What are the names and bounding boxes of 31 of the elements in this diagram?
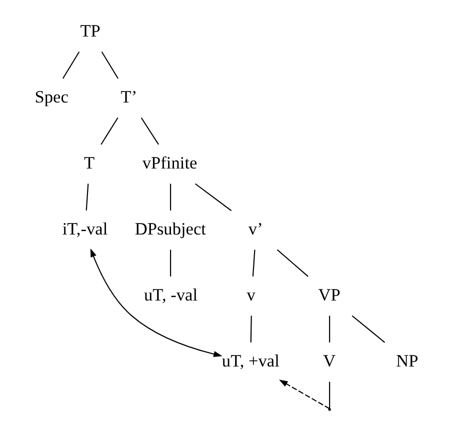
connector	[100, 51, 118, 79]
node-text: uT, +val	[221, 351, 279, 370]
node-text: uT, -val	[144, 285, 198, 304]
connector	[170, 250, 171, 276]
node-text: iT,-val	[62, 219, 108, 238]
connector	[194, 183, 232, 212]
node-text: TP	[80, 21, 100, 40]
node-text: v	[246, 285, 255, 304]
node-text: NP	[396, 351, 418, 370]
connector	[351, 315, 385, 343]
node-text: DPsubject	[134, 219, 206, 238]
connector	[276, 249, 308, 277]
node-text: V	[322, 351, 336, 370]
node-text: vPfinite	[142, 153, 197, 172]
connector	[328, 382, 330, 409]
arrow	[278, 380, 330, 410]
connector	[328, 316, 330, 342]
connector	[140, 117, 158, 145]
connector	[100, 117, 118, 145]
arrow	[90, 248, 222, 358]
connector	[170, 184, 171, 210]
node-text: VP	[318, 285, 340, 304]
connector	[250, 316, 252, 342]
node-text: Spec	[34, 87, 68, 106]
connector	[85, 184, 88, 210]
node-text: T	[83, 153, 94, 172]
node-text: T’	[120, 87, 137, 106]
connector	[252, 250, 255, 276]
connector	[62, 51, 80, 79]
node-point	[328, 408, 330, 411]
node-text: v’	[248, 219, 262, 238]
